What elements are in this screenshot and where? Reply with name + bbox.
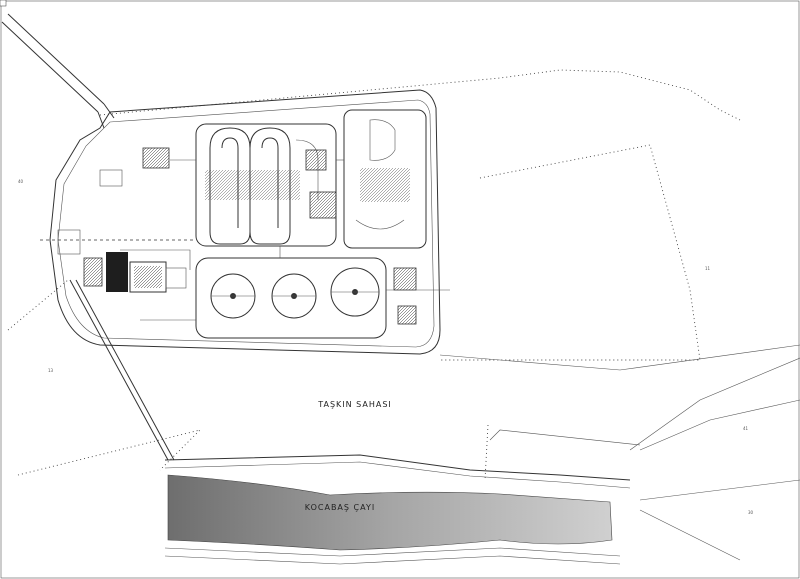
- river: [164, 454, 631, 565]
- terrain-right: [439, 344, 800, 561]
- small-buildings: [57, 147, 417, 325]
- inlet-works: [83, 252, 187, 293]
- clarifiers: [195, 257, 387, 339]
- aeration-block: [195, 123, 337, 247]
- parcel-number: 30: [748, 510, 754, 515]
- parcel-number: 11: [705, 266, 711, 271]
- parcel-number: 40: [18, 179, 24, 184]
- access-roads: [1, 13, 115, 129]
- sludge-unit: [343, 109, 427, 249]
- parcel-number: 41: [743, 426, 749, 431]
- corner-mark: [0, 0, 7, 7]
- plant-outline: [49, 89, 441, 355]
- property-boundary: [7, 69, 741, 476]
- flood-area-label: TAŞKIN SAHASI: [317, 400, 392, 409]
- parcel-number: 13: [48, 368, 54, 373]
- river-label: KOCABAŞ ÇAYI: [305, 503, 375, 512]
- discharge-line: [69, 279, 175, 461]
- pipelines: [40, 159, 450, 321]
